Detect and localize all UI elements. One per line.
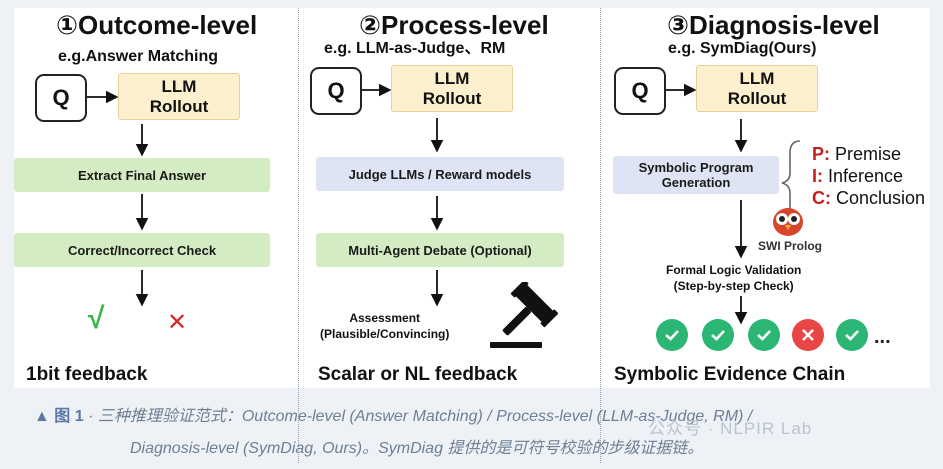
conclusion-text: Conclusion xyxy=(831,188,926,208)
symbolic-program-generation-step: Symbolic Program Generation xyxy=(613,156,779,194)
assessment-label: Assessment (Plausible/Convincing) xyxy=(320,311,450,341)
process-llm-rollout: LLM Rollout xyxy=(391,65,513,112)
outcome-question-box: Q xyxy=(35,74,87,122)
diagnosis-feedback: Symbolic Evidence Chain xyxy=(614,364,846,385)
chain-check-icon-2 xyxy=(702,319,734,351)
owl-logo-icon xyxy=(773,208,803,236)
diagnosis-subtitle: e.g. SymDiag(Ours) xyxy=(668,40,817,57)
caption-label: ▲ 图 1 xyxy=(34,408,84,425)
chain-ellipsis: ... xyxy=(874,326,891,348)
caption-line-1: ▲ 图 1 · 三种推理验证范式：Outcome-level (Answer M… xyxy=(34,404,924,430)
judge-llms-step: Judge LLMs / Reward models xyxy=(316,157,564,191)
process-title: ②Process-level xyxy=(359,10,549,40)
check-mark-icon: √ xyxy=(88,302,105,335)
diagnosis-question-box: Q xyxy=(614,67,666,115)
chain-check-icon-3 xyxy=(748,319,780,351)
conclusion-key: C: xyxy=(812,188,831,208)
chain-cross-icon xyxy=(792,319,824,351)
diagnosis-llm-rollout: LLM Rollout xyxy=(696,65,818,112)
inference-key: I: xyxy=(812,166,823,186)
column-divider-1 xyxy=(298,8,299,463)
caption-line-2: Diagnosis-level (SymDiag, Ours)。SymDiag … xyxy=(130,440,704,457)
conclusion-item: C: Conclusion xyxy=(812,187,925,209)
process-question-box: Q xyxy=(310,67,362,115)
chain-check-icon-1 xyxy=(656,319,688,351)
extract-final-answer-step: Extract Final Answer xyxy=(14,158,270,192)
process-subtitle: e.g. LLM-as-Judge、RM xyxy=(324,40,506,57)
inference-text: Inference xyxy=(823,166,904,186)
premise-text: Premise xyxy=(830,144,902,164)
premise-item: P: Premise xyxy=(812,143,901,165)
outcome-title: ①Outcome-level xyxy=(56,10,258,40)
gavel-icon xyxy=(490,282,559,348)
diagnosis-title: ③Diagnosis-level xyxy=(667,10,880,40)
watermark: 公众号 · NLPIR Lab xyxy=(648,419,813,438)
outcome-feedback: 1bit feedback xyxy=(26,364,148,385)
cross-mark-icon: ✕ xyxy=(167,309,188,336)
caption-text-1: · 三种推理验证范式：Outcome-level (Answer Matchin… xyxy=(83,408,753,425)
multi-agent-debate-step: Multi-Agent Debate (Optional) xyxy=(316,233,564,267)
formal-logic-validation-label: Formal Logic Validation (Step-by-step Ch… xyxy=(666,263,802,293)
swi-prolog-label: SWI Prolog xyxy=(758,239,822,253)
chain-check-icon-5 xyxy=(836,319,868,351)
premise-key: P: xyxy=(812,144,830,164)
correct-incorrect-check-step: Correct/Incorrect Check xyxy=(14,233,270,267)
column-divider-2 xyxy=(600,8,601,463)
process-feedback: Scalar or NL feedback xyxy=(318,364,518,385)
outcome-subtitle: e.g.Answer Matching xyxy=(58,48,219,65)
outcome-llm-rollout: LLM Rollout xyxy=(118,73,240,120)
inference-item: I: Inference xyxy=(812,165,903,187)
